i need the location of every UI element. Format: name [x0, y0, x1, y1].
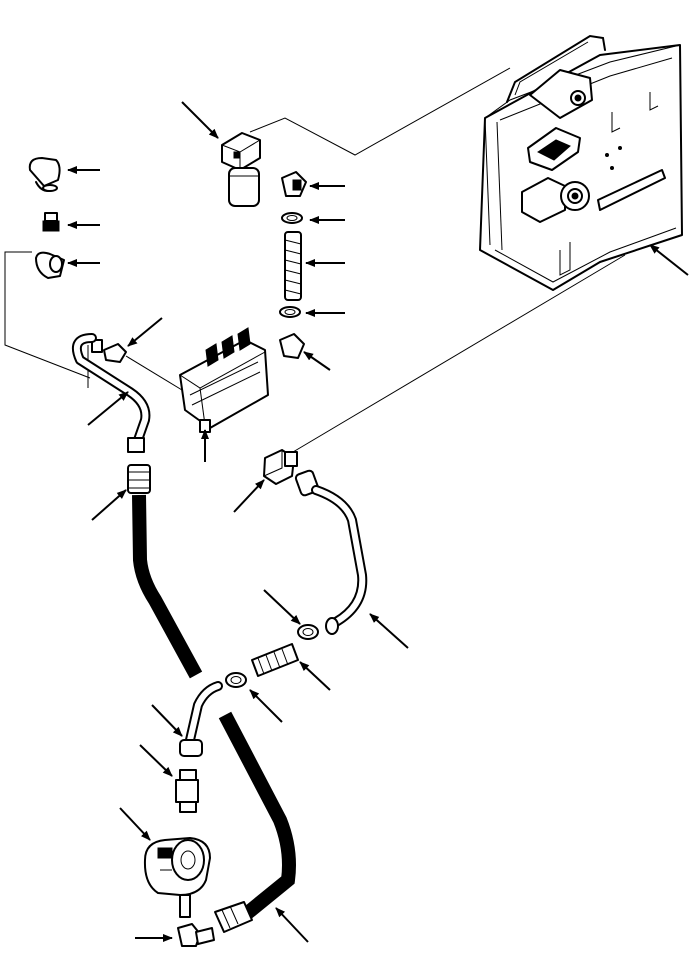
routing-line-left [4, 251, 91, 379]
supply-line [292, 254, 626, 453]
leader-arrow [127, 317, 163, 347]
hose-clamp-right [297, 624, 319, 640]
elbow-fitting-pump [279, 333, 305, 359]
elbow-fitting-right [263, 449, 298, 485]
leader-arrow [299, 661, 331, 691]
leader-arrow [649, 244, 689, 276]
elbow-cap-fitting [35, 251, 65, 279]
adapter-fitting [42, 212, 60, 232]
hose-clamp-middle [225, 672, 247, 688]
fuel-pipe-lower [179, 681, 223, 757]
banjo-fitting [91, 339, 127, 363]
fuel-pipe-right [294, 469, 368, 635]
transfer-pump [143, 837, 211, 918]
leader-arrow [151, 704, 183, 737]
elbow-fitting-bottom [177, 923, 215, 947]
leader-arrow [139, 744, 173, 777]
leader-arrows [67, 101, 689, 943]
short-hose-middle [251, 643, 299, 677]
fuel-hose-long [127, 464, 203, 679]
leader-arrow [91, 489, 127, 521]
short-hose [284, 231, 302, 301]
fuel-pipe-left [72, 333, 151, 453]
hose-clamp-lower [279, 306, 301, 318]
leader-arrow [87, 391, 129, 426]
leader-arrow [369, 613, 409, 649]
leader-arrow [119, 807, 151, 841]
fuel-tank [479, 34, 683, 291]
leader-arrow [249, 689, 283, 723]
leader-arrow [275, 907, 309, 943]
hose-clamp-upper [281, 212, 303, 224]
fuel-filter [221, 132, 261, 207]
leader-arrow [263, 589, 301, 625]
dust-cap [28, 157, 61, 192]
return-line [249, 67, 511, 156]
leader-arrow [181, 101, 219, 139]
fuel-hose-return [214, 711, 296, 933]
elbow-fitting-upper [281, 171, 307, 197]
leader-arrow [303, 351, 331, 371]
injection-pump [179, 327, 269, 433]
leader-arrow [233, 479, 265, 513]
adapter-lower [175, 769, 199, 813]
